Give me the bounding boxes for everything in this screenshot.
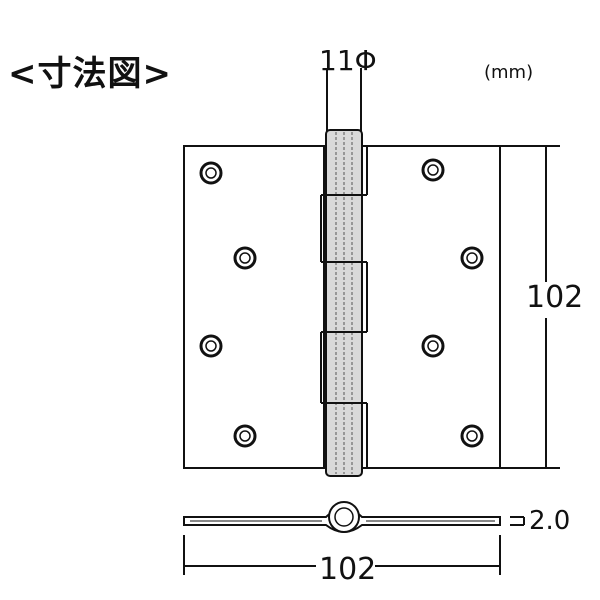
screw-hole-inner <box>466 252 478 264</box>
screw-hole-inner <box>239 252 251 264</box>
thickness-label: 2.0 <box>529 506 571 536</box>
right-hinge-leaf <box>361 145 501 469</box>
height-label: 102 <box>526 280 584 315</box>
screw-hole-inner <box>205 340 217 352</box>
dimension-lines <box>183 68 560 575</box>
hinge-front-view <box>183 129 501 477</box>
drawing-title: <寸法図> <box>8 54 172 94</box>
hinge-side-view <box>183 501 501 533</box>
width-label: 102 <box>319 552 377 587</box>
left-hinge-leaf <box>183 145 325 469</box>
screw-hole-inner <box>205 167 217 179</box>
screw-hole-inner <box>427 340 439 352</box>
knuckle-joints <box>320 146 368 468</box>
screw-hole-inner <box>239 430 251 442</box>
screw-hole-inner <box>466 430 478 442</box>
screw-hole-inner <box>427 164 439 176</box>
unit-label: (mm) <box>484 62 534 83</box>
screw-holes <box>199 158 484 448</box>
pin-core <box>334 507 354 527</box>
pin-diameter-label: 11Φ <box>319 44 377 77</box>
